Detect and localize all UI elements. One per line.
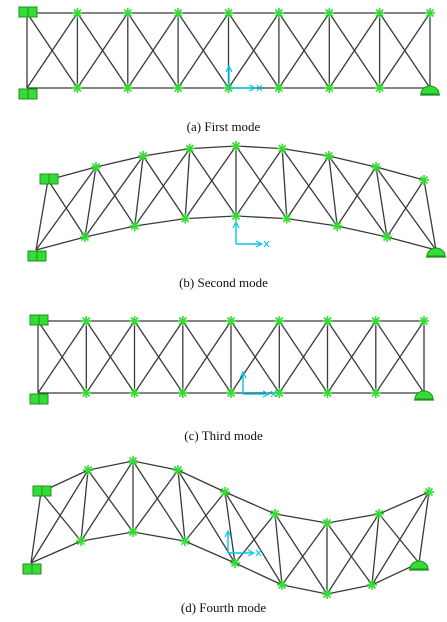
asterisk-node-icon	[76, 536, 86, 547]
caption-second-mode: (b) Second mode	[179, 275, 268, 290]
roller-support-icon	[409, 560, 429, 571]
asterisk-node-icon	[277, 143, 288, 154]
asterisk-node-icon	[129, 221, 140, 231]
truss-members	[35, 145, 437, 251]
asterisk-node-icon	[180, 536, 190, 547]
axis-triad-icon	[224, 529, 262, 557]
asterisk-node-icon	[322, 518, 332, 528]
fixed-support-icon	[29, 314, 49, 326]
asterisk-node-icon	[129, 388, 140, 398]
asterisk-node-icon	[323, 151, 334, 161]
asterisk-node-icon	[81, 388, 92, 398]
asterisk-node-icon	[220, 487, 230, 497]
asterisk-node-icon	[72, 83, 83, 93]
asterisk-node-icon	[274, 388, 285, 398]
asterisk-node-icon	[324, 83, 335, 93]
asterisk-node-icon	[83, 465, 93, 476]
asterisk-node-icon	[370, 316, 381, 326]
asterisk-node-icon	[273, 83, 284, 93]
asterisk-node-icon	[184, 143, 195, 154]
asterisk-node-icon	[277, 579, 287, 590]
asterisk-node-icon	[419, 316, 429, 326]
asterisk-node-icon	[177, 316, 188, 326]
truss-first-mode	[18, 6, 440, 100]
roller-support-icon	[420, 85, 440, 96]
fixed-support-icon	[27, 250, 47, 262]
asterisk-node-icon	[129, 316, 140, 326]
asterisk-node-icon	[367, 579, 377, 590]
asterisk-node-icon	[173, 83, 184, 93]
asterisk-node-icon	[128, 527, 138, 537]
asterisk-node-icon	[128, 456, 138, 466]
roller-support-icon	[414, 390, 434, 401]
asterisk-node-icon	[322, 589, 332, 599]
roller-support-icon	[426, 247, 446, 258]
truss-members	[37, 320, 425, 394]
fixed-support-icon	[32, 485, 52, 497]
asterisk-node-icon	[322, 388, 333, 398]
asterisk-node-icon	[180, 213, 191, 224]
asterisk-node-icon	[173, 8, 184, 18]
asterisk-node-icon	[274, 316, 285, 326]
asterisk-node-icon	[281, 213, 292, 224]
caption-fourth-mode: (d) Fourth mode	[180, 600, 267, 615]
asterisk-node-icon	[177, 388, 188, 398]
asterisk-node-icon	[273, 8, 284, 18]
truss-fourth-mode	[22, 456, 434, 599]
truss-members	[30, 460, 430, 595]
asterisk-node-icon	[371, 162, 381, 172]
asterisk-node-icon	[226, 316, 236, 326]
caption-third-mode: (c) Third mode	[184, 428, 263, 443]
truss-third-mode	[29, 314, 434, 405]
asterisk-node-icon	[122, 83, 133, 93]
axis-triad-icon	[239, 370, 277, 398]
asterisk-node-icon	[231, 211, 241, 221]
asterisk-node-icon	[223, 8, 234, 18]
asterisk-node-icon	[425, 8, 435, 18]
asterisk-node-icon	[122, 8, 133, 18]
axis-triad-icon	[232, 220, 270, 248]
asterisk-node-icon	[382, 232, 392, 242]
asterisk-node-icon	[270, 508, 280, 519]
asterisk-node-icon	[419, 175, 429, 185]
asterisk-node-icon	[138, 151, 149, 161]
asterisk-node-icon	[424, 487, 434, 497]
truss-members	[26, 12, 431, 89]
asterisk-node-icon	[374, 83, 385, 93]
asterisk-node-icon	[370, 388, 381, 398]
asterisk-node-icon	[230, 558, 240, 568]
asterisk-node-icon	[80, 232, 90, 242]
fixed-support-icon	[22, 563, 42, 575]
fixed-support-icon	[29, 393, 49, 405]
asterisk-node-icon	[72, 8, 83, 18]
asterisk-node-icon	[322, 316, 333, 326]
truss-second-mode	[27, 141, 446, 262]
asterisk-node-icon	[81, 316, 92, 326]
asterisk-node-icon	[374, 8, 385, 18]
asterisk-node-icon	[91, 162, 101, 172]
asterisk-node-icon	[226, 388, 236, 398]
caption-first-mode: (a) First mode	[186, 119, 261, 134]
fixed-support-icon	[18, 6, 38, 18]
asterisk-node-icon	[374, 508, 384, 519]
fixed-support-icon	[18, 88, 38, 100]
asterisk-node-icon	[231, 141, 241, 151]
axis-triad-icon	[225, 64, 263, 92]
asterisk-node-icon	[324, 8, 335, 18]
fixed-support-icon	[39, 173, 59, 185]
asterisk-node-icon	[173, 465, 183, 476]
asterisk-node-icon	[332, 221, 343, 231]
